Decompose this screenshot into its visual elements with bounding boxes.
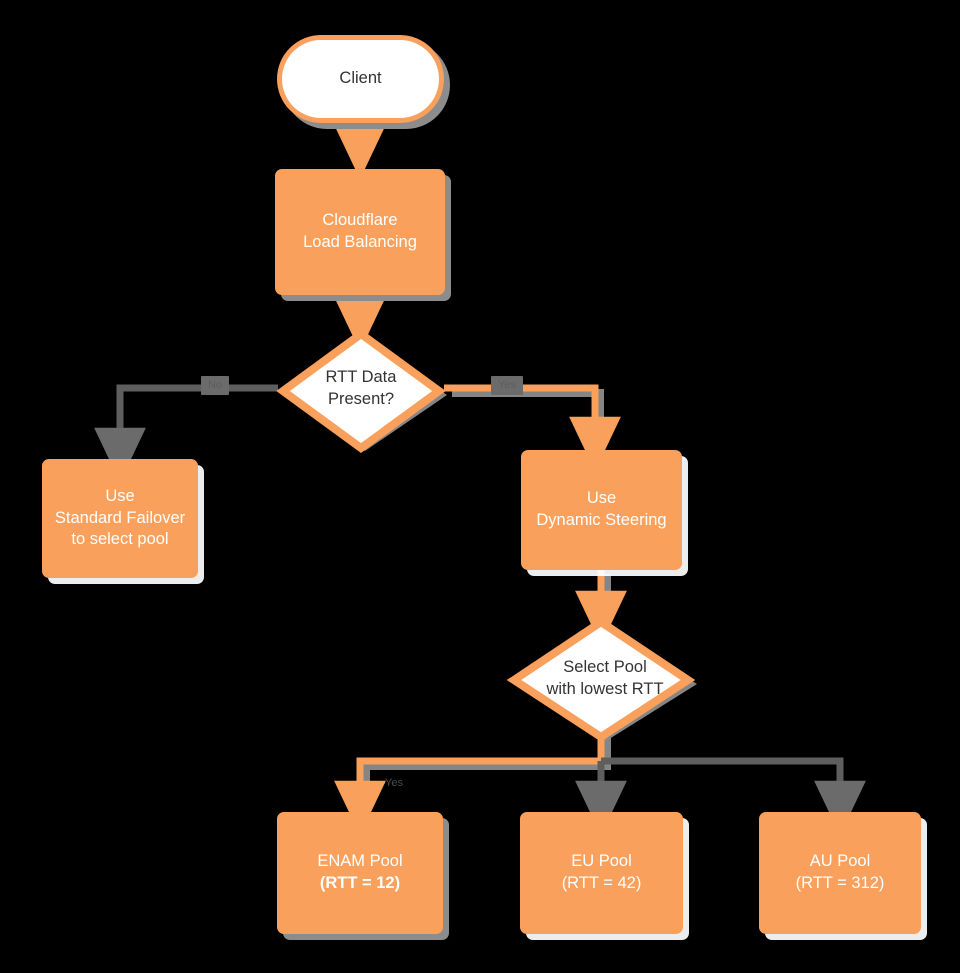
node-eu-pool[interactable]: EU Pool (RTT = 42) bbox=[520, 812, 683, 934]
node-standard-failover-line3: to select pool bbox=[71, 530, 169, 549]
node-enam-pool-line2: (RTT = 12) bbox=[319, 874, 401, 892]
node-eu-pool-line1: EU Pool bbox=[571, 852, 632, 871]
node-standard-failover-line2: Standard Failover bbox=[54, 508, 186, 527]
node-cloudflare-load-balancing[interactable]: Cloudflare Load Balancing bbox=[275, 169, 445, 295]
edge-decision-to-standard-failover bbox=[94, 384, 278, 483]
node-dynamic-steering-line2: Dynamic Steering bbox=[536, 511, 667, 529]
node-standard-failover-line1: Use bbox=[105, 486, 135, 505]
node-dynamic-steering-line1: Use bbox=[586, 489, 617, 508]
node-au-pool-line1: AU Pool bbox=[809, 852, 871, 871]
edge-label-yes: Yes bbox=[491, 376, 523, 395]
edge-label-no: No bbox=[201, 376, 230, 395]
node-client[interactable]: Client bbox=[277, 35, 444, 123]
node-dynamic-steering[interactable]: Use Dynamic Steering bbox=[521, 450, 682, 570]
node-select-pool-lowest-rtt[interactable]: Select Pool with lowest RTT bbox=[506, 617, 699, 742]
node-au-pool[interactable]: AU Pool (RTT = 312) bbox=[759, 812, 921, 934]
edge-label-yes-pool: Yes bbox=[378, 774, 410, 793]
edge-label-yes-text: Yes bbox=[498, 379, 516, 391]
edge-select-pool-to-au-pool bbox=[601, 757, 866, 836]
node-eu-pool-line2: (RTT = 42) bbox=[561, 874, 642, 892]
node-client-label: Client bbox=[339, 69, 382, 88]
edge-select-pool-to-enam-pool bbox=[334, 733, 605, 836]
node-standard-failover[interactable]: Use Standard Failover to select pool bbox=[42, 459, 198, 578]
node-au-pool-line2: (RTT = 312) bbox=[795, 874, 885, 892]
node-load-balancing-line1: Cloudflare bbox=[322, 211, 398, 230]
edge-label-yes-pool-text: Yes bbox=[385, 777, 403, 789]
node-load-balancing-line2: Load Balancing bbox=[303, 233, 417, 251]
edge-shadow-decision-dynamic bbox=[452, 389, 604, 454]
edge-label-no-text: No bbox=[208, 379, 223, 391]
node-enam-pool[interactable]: ENAM Pool (RTT = 12) bbox=[277, 812, 443, 934]
decision-diamond-shape bbox=[506, 617, 697, 742]
node-enam-pool-line1: ENAM Pool bbox=[317, 852, 403, 871]
decision-diamond-shape bbox=[276, 329, 447, 453]
node-rtt-data-present[interactable]: RTT Data Present? bbox=[276, 329, 447, 453]
